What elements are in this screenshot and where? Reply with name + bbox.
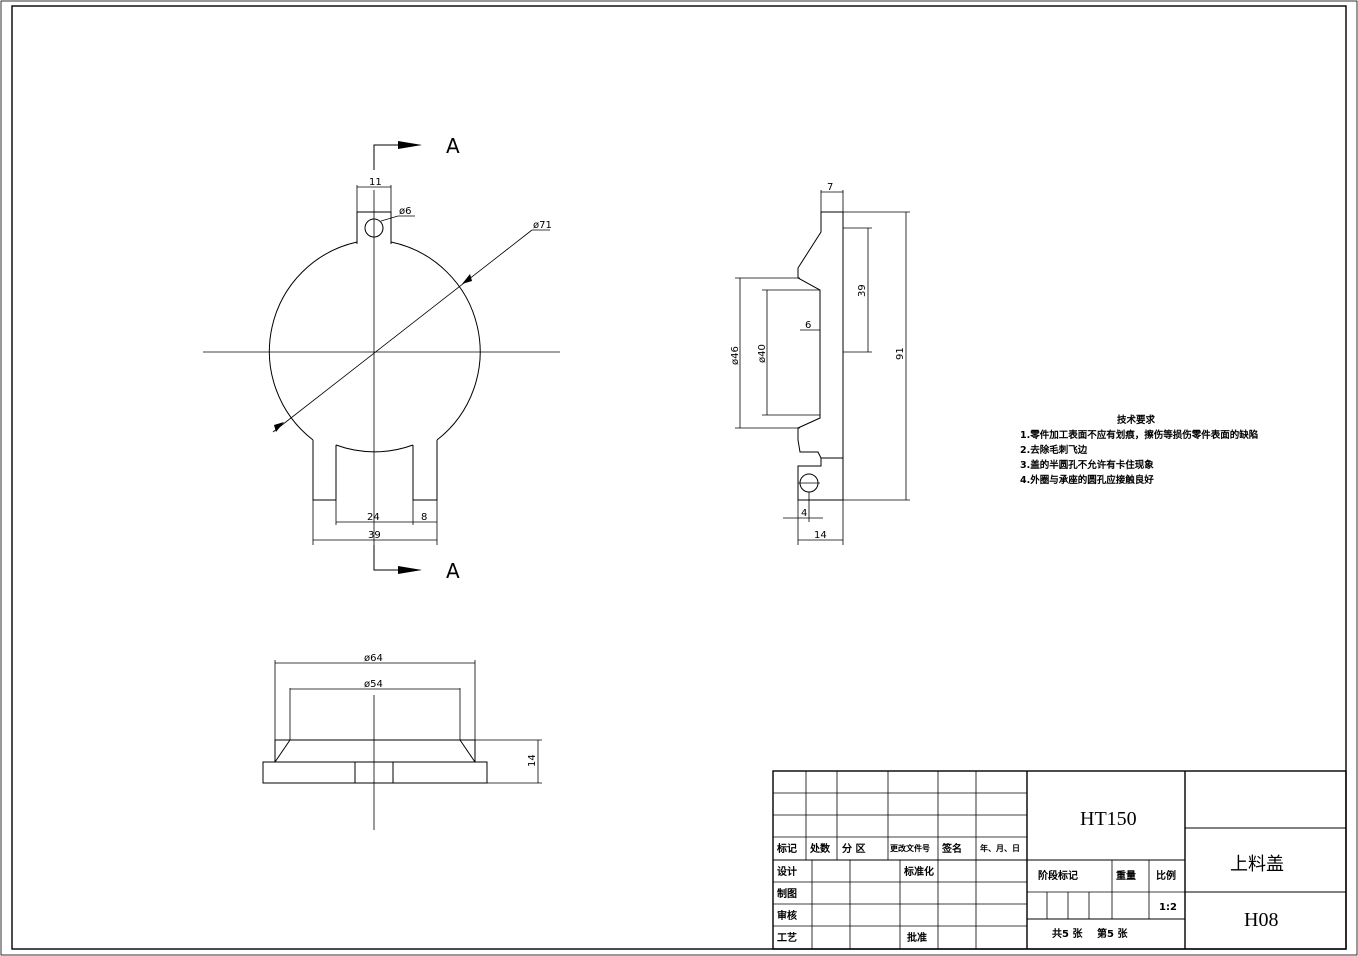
bottom-view: ø64 ø54 14 (262, 653, 542, 830)
tech-item-1: 1.零件加工表面不应有划痕，擦伤等损伤零件表面的缺陷 (1020, 429, 1258, 441)
dim-overall: 39 (368, 530, 381, 541)
tb-draw: 制图 (777, 887, 797, 900)
tb-scale-label: 比例 (1156, 869, 1176, 882)
tb-mark: 标记 (776, 842, 797, 855)
tech-item-3: 3.盖的半圆孔不允许有卡住现象 (1020, 459, 1154, 471)
tech-item-2: 2.去除毛刺飞边 (1020, 444, 1088, 456)
sheet-frame (11, 5, 1347, 950)
dim-46: ø46 (730, 346, 741, 365)
tb-material: HT150 (1080, 808, 1137, 830)
section-mark-top: A (446, 134, 460, 158)
front-view: A A ø71 11 ø6 (203, 134, 560, 583)
tb-design: 设计 (777, 865, 797, 878)
section-mark-bottom: A (446, 559, 460, 583)
dim-leg: 8 (421, 512, 427, 523)
dim-6: 6 (805, 320, 811, 331)
dim-gap: 24 (367, 512, 380, 523)
tb-part-name: 上料盖 (1230, 854, 1284, 875)
tb-change-doc: 更改文件号 (890, 843, 930, 853)
dim-h14: 14 (527, 754, 538, 767)
tb-craft: 工艺 (777, 931, 797, 944)
tb-sign: 签名 (941, 842, 962, 855)
section-view: 91 39 ø46 ø40 7 6 4 14 (730, 182, 910, 545)
dim-flange: 7 (827, 182, 833, 193)
tb-scale: 1:2 (1159, 902, 1177, 913)
tb-check: 审核 (777, 909, 797, 922)
tech-requirements: 技术要求 1.零件加工表面不应有划痕，擦伤等损伤零件表面的缺陷 2.去除毛刺飞边… (1020, 414, 1258, 486)
dim-39: 39 (857, 284, 868, 297)
tb-total-sheets: 共5 张 (1052, 927, 1083, 940)
tb-approve: 批准 (907, 931, 927, 944)
tech-item-4: 4.外圈与承座的圆孔应接触良好 (1020, 474, 1154, 486)
tb-zone: 分 区 (842, 842, 865, 855)
dim-54: ø54 (364, 679, 383, 690)
tb-standard: 标准化 (903, 865, 934, 878)
dim-14: 14 (814, 530, 827, 541)
title-block: 标记 处数 分 区 更改文件号 签名 年、月、日 设计 制图 审核 工艺 标准化… (772, 770, 1347, 950)
tb-count: 处数 (809, 842, 831, 855)
dim-hole: ø6 (399, 206, 411, 217)
tb-date: 年、月、日 (980, 843, 1020, 853)
dim-40: ø40 (757, 344, 768, 363)
tb-stage-mark: 阶段标记 (1038, 869, 1078, 882)
tb-sheet-no: 第5 张 (1097, 927, 1128, 940)
tb-drawing-no: H08 (1244, 909, 1278, 931)
dim-4: 4 (801, 508, 807, 519)
dim-tab-width: 11 (369, 177, 382, 188)
tb-weight: 重量 (1116, 869, 1136, 882)
dim-64: ø64 (364, 653, 383, 664)
tech-title: 技术要求 (1117, 414, 1156, 426)
dim-outer-dia: ø71 (533, 220, 552, 231)
dim-91: 91 (895, 347, 906, 360)
